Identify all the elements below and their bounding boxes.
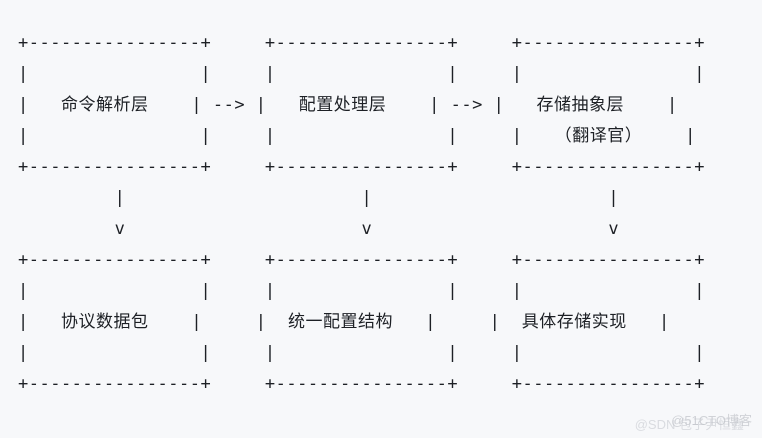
watermark-51cto: @51CTO博客 <box>671 413 752 428</box>
watermark-author: @SDN 包子尹恒鑫 <box>634 417 744 432</box>
watermark-layer: @51CTO博客 @SDN 包子尹恒鑫 <box>596 410 756 436</box>
ascii-art-diagram: +----------------+ +----------------+ +-… <box>18 33 706 394</box>
